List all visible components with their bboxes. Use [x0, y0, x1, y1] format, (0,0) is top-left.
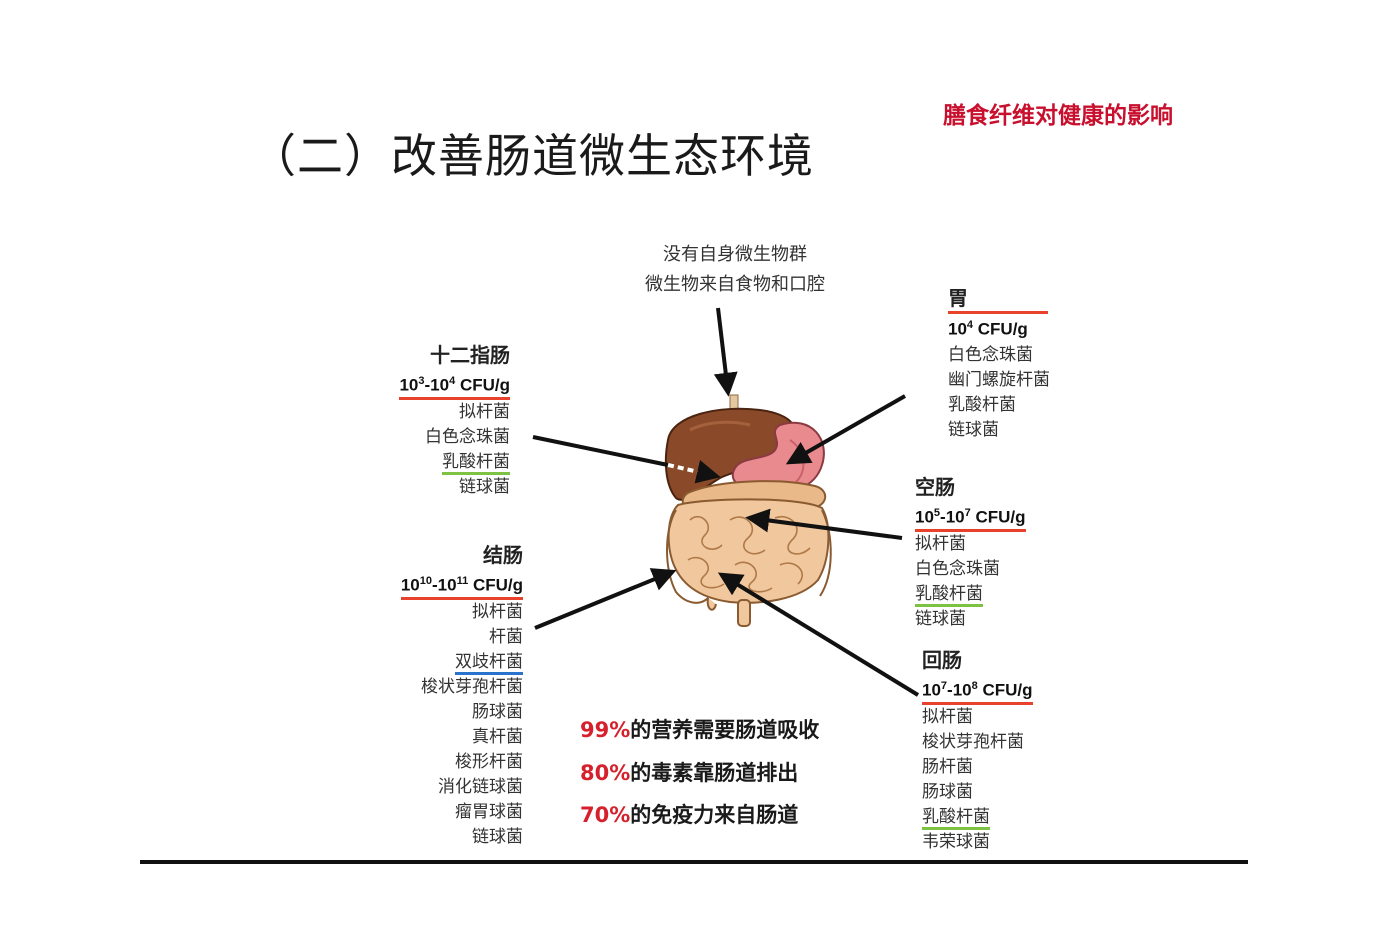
stomach-species-3: 乳酸杆菌	[948, 394, 1016, 415]
colon-species-7: 梭形杆菌	[455, 751, 523, 772]
descending-colon	[819, 509, 832, 597]
ileum-species-1: 拟杆菌	[922, 706, 973, 727]
arrow-jejunum	[745, 508, 903, 540]
bottom-rule	[140, 860, 1248, 864]
mouth-note-line2: 微生物来自食物和口腔	[645, 274, 825, 295]
colon-species-5: 肠球菌	[472, 701, 523, 722]
jejunum-species-2: 白色念珠菌	[915, 558, 1000, 579]
duodenum-block: 十二指肠 103-104 CFU/g 拟杆菌 白色念珠菌 乳酸杆菌 链球菌	[360, 343, 510, 500]
jejunum-species-1: 拟杆菌	[915, 533, 966, 554]
ileum-species-6: 韦荣球菌	[922, 831, 990, 852]
arrow-mouth	[713, 307, 738, 397]
colon-species-4: 梭状芽孢杆菌	[421, 676, 523, 697]
colon-block: 结肠 1010-1011 CFU/g 拟杆菌 杆菌 双歧杆菌 梭状芽孢杆菌 肠球…	[360, 543, 523, 850]
arrow-duodenum-dashed	[667, 460, 721, 484]
duodenum-species-1: 拟杆菌	[459, 401, 510, 422]
stomach-block: 胃 104 CFU/g 白色念珠菌 幽门螺旋杆菌 乳酸杆菌 链球菌	[948, 286, 1050, 443]
colon-species-6: 真杆菌	[472, 726, 523, 747]
arrow-colon	[534, 568, 677, 630]
ileum-species-2: 梭状芽孢杆菌	[922, 731, 1024, 752]
stat-nutrition: 99%的营养需要肠道吸收	[580, 718, 820, 742]
colon-species-3: 双歧杆菌	[455, 651, 523, 675]
mouth-note-line1: 没有自身微生物群	[663, 244, 807, 265]
stat-immunity: 70%的免疫力来自肠道	[580, 803, 799, 827]
colon-cfu: 1010-1011 CFU/g	[400, 570, 523, 600]
duodenum-species-4: 链球菌	[459, 476, 510, 497]
jejunum-species-4: 链球菌	[915, 608, 966, 629]
arrow-duodenum	[532, 435, 669, 467]
colon-species-1: 拟杆菌	[472, 601, 523, 622]
rectum	[737, 599, 751, 627]
colon-name: 结肠	[483, 543, 523, 567]
duodenum-name: 十二指肠	[430, 343, 510, 367]
duodenum-cfu: 103-104 CFU/g	[399, 370, 510, 400]
stomach-species-1: 白色念珠菌	[948, 344, 1033, 365]
ileum-species-4: 肠球菌	[922, 781, 973, 802]
colon-species-8: 消化链球菌	[438, 776, 523, 797]
ileum-name: 回肠	[922, 648, 962, 672]
section-label: 膳食纤维对健康的影响	[943, 103, 1173, 129]
duodenum-species-3: 乳酸杆菌	[442, 451, 510, 475]
mouth-note: 没有自身微生物群 微生物来自食物和口腔	[600, 240, 870, 296]
arrow-ileum	[717, 572, 920, 697]
ileum-block: 回肠 107-108 CFU/g 拟杆菌 梭状芽孢杆菌 肠杆菌 肠球菌 乳酸杆菌…	[922, 648, 1033, 855]
stomach-species-2: 幽门螺旋杆菌	[948, 369, 1050, 390]
colon-species-2: 杆菌	[489, 626, 523, 647]
ileum-species-5: 乳酸杆菌	[922, 806, 990, 830]
colon-species-10: 链球菌	[472, 826, 523, 847]
jejunum-species-3: 乳酸杆菌	[915, 583, 983, 607]
stomach-name: 胃	[948, 286, 968, 310]
ileum-cfu: 107-108 CFU/g	[922, 675, 1033, 705]
arrow-stomach	[785, 394, 906, 465]
page-title: （二）改善肠道微生态环境	[250, 129, 814, 183]
jejunum-cfu: 105-107 CFU/g	[915, 502, 1026, 532]
jejunum-block: 空肠 105-107 CFU/g 拟杆菌 白色念珠菌 乳酸杆菌 链球菌	[915, 475, 1026, 632]
stat-toxins: 80%的毒素靠肠道排出	[580, 761, 799, 785]
stomach-species-4: 链球菌	[948, 419, 999, 440]
colon-species-9: 瘤胃球菌	[455, 801, 523, 822]
stomach-cfu: 104 CFU/g	[948, 319, 1028, 339]
duodenum-species-2: 白色念珠菌	[425, 426, 510, 447]
ileum-species-3: 肠杆菌	[922, 756, 973, 777]
ascending-colon	[666, 509, 709, 604]
jejunum-name: 空肠	[915, 475, 955, 499]
